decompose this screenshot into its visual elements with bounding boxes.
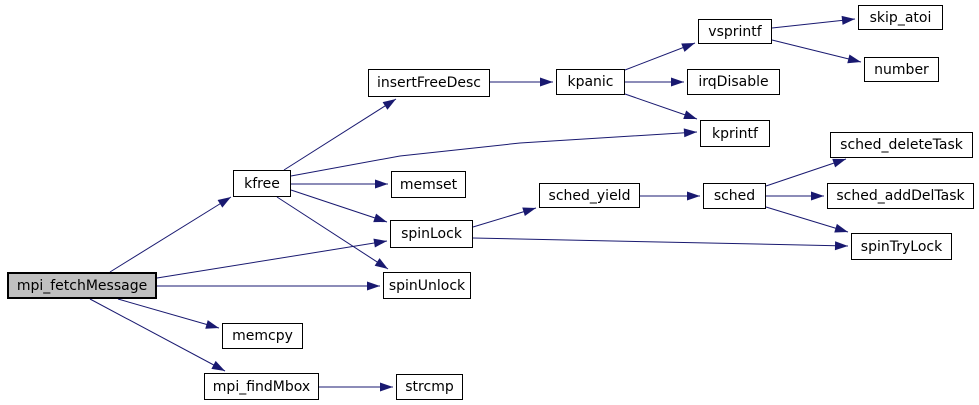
node-memset[interactable]: memset bbox=[391, 171, 466, 198]
arrowhead-kfree-to-spinLock bbox=[373, 213, 387, 223]
arrowhead-spinLock-to-sched_yield bbox=[522, 207, 536, 217]
node-kpanic[interactable]: kpanic bbox=[556, 69, 625, 95]
arrowhead-sched_yield-to-sched bbox=[687, 191, 700, 201]
node-sched_addDelTask[interactable]: sched_addDelTask bbox=[827, 183, 974, 209]
node-spinTryLock[interactable]: spinTryLock bbox=[851, 233, 952, 260]
arrowhead-insertFreeDesc-to-kpanic bbox=[540, 77, 553, 87]
arrowhead-kfree-to-memset bbox=[375, 179, 388, 189]
node-skip_atoi[interactable]: skip_atoi bbox=[858, 5, 943, 30]
arrowhead-sched-to-sched_addDelTask bbox=[811, 191, 824, 201]
node-vsprintf[interactable]: vsprintf bbox=[698, 19, 772, 44]
edge-mpi_fetchMessage-to-spinLock bbox=[156, 240, 388, 279]
node-insertFreeDesc[interactable]: insertFreeDesc bbox=[368, 69, 490, 97]
edge-vsprintf-to-number bbox=[771, 39, 862, 63]
node-strcmp[interactable]: strcmp bbox=[396, 374, 463, 400]
arrowhead-vsprintf-to-number bbox=[847, 54, 861, 64]
arrowhead-vsprintf-to-skip_atoi bbox=[841, 15, 855, 25]
arrowhead-kfree-to-insertFreeDesc bbox=[382, 99, 396, 110]
edge-kfree-to-spinLock bbox=[290, 189, 388, 223]
arrowhead-spinLock-to-spinTryLock bbox=[834, 241, 848, 251]
arrowhead-mpi_fetchMessage-to-memcpy bbox=[205, 320, 219, 329]
arrowhead-sched-to-spinTryLock bbox=[834, 223, 848, 233]
node-mpi_fetchMessage: mpi_fetchMessage bbox=[7, 272, 157, 299]
edge-kfree-to-insertFreeDesc bbox=[283, 98, 397, 171]
edge-kfree-to-spinUnlock bbox=[276, 196, 389, 270]
edge-sched-to-sched_deleteTask bbox=[765, 158, 847, 187]
node-spinUnlock[interactable]: spinUnlock bbox=[383, 272, 471, 299]
edge-sched-to-spinTryLock bbox=[765, 206, 849, 233]
edge-spinLock-to-spinTryLock bbox=[472, 237, 849, 247]
arrowhead-mpi_fetchMessage-to-mpi_findMbox bbox=[211, 360, 225, 371]
node-number[interactable]: number bbox=[864, 57, 939, 82]
edge-mpi_fetchMessage-to-mpi_findMbox bbox=[89, 298, 226, 372]
edge-mpi_fetchMessage-to-kfree bbox=[109, 196, 232, 273]
edge-kfree-to-kprintf bbox=[290, 131, 698, 177]
arrowhead-mpi_fetchMessage-to-spinLock bbox=[373, 238, 387, 248]
node-sched[interactable]: sched bbox=[703, 183, 766, 209]
arrowhead-mpi_fetchMessage-to-kfree bbox=[217, 197, 231, 208]
edge-mpi_fetchMessage-to-memcpy bbox=[117, 298, 220, 329]
arrowhead-kpanic-to-irqDisable bbox=[671, 77, 684, 87]
arrowhead-kfree-to-spinUnlock bbox=[374, 258, 388, 269]
node-kprintf[interactable]: kprintf bbox=[700, 120, 770, 147]
node-sched_yield[interactable]: sched_yield bbox=[539, 183, 640, 208]
arrowhead-sched-to-sched_deleteTask bbox=[832, 158, 846, 168]
node-mpi_findMbox[interactable]: mpi_findMbox bbox=[204, 373, 319, 400]
node-irqDisable[interactable]: irqDisable bbox=[687, 69, 780, 95]
node-spinLock[interactable]: spinLock bbox=[390, 220, 473, 248]
arrowhead-kpanic-to-vsprintf bbox=[681, 43, 695, 52]
arrowhead-mpi_fetchMessage-to-spinUnlock bbox=[367, 281, 380, 291]
node-sched_deleteTask[interactable]: sched_deleteTask bbox=[830, 132, 973, 158]
node-memcpy[interactable]: memcpy bbox=[222, 323, 303, 349]
arrowhead-kfree-to-kprintf bbox=[683, 128, 697, 138]
edge-vsprintf-to-skip_atoi bbox=[771, 18, 856, 29]
arrowhead-kpanic-to-kprintf bbox=[683, 110, 697, 119]
arrowhead-mpi_findMbox-to-strcmp bbox=[380, 382, 393, 392]
node-kfree[interactable]: kfree bbox=[233, 170, 291, 197]
